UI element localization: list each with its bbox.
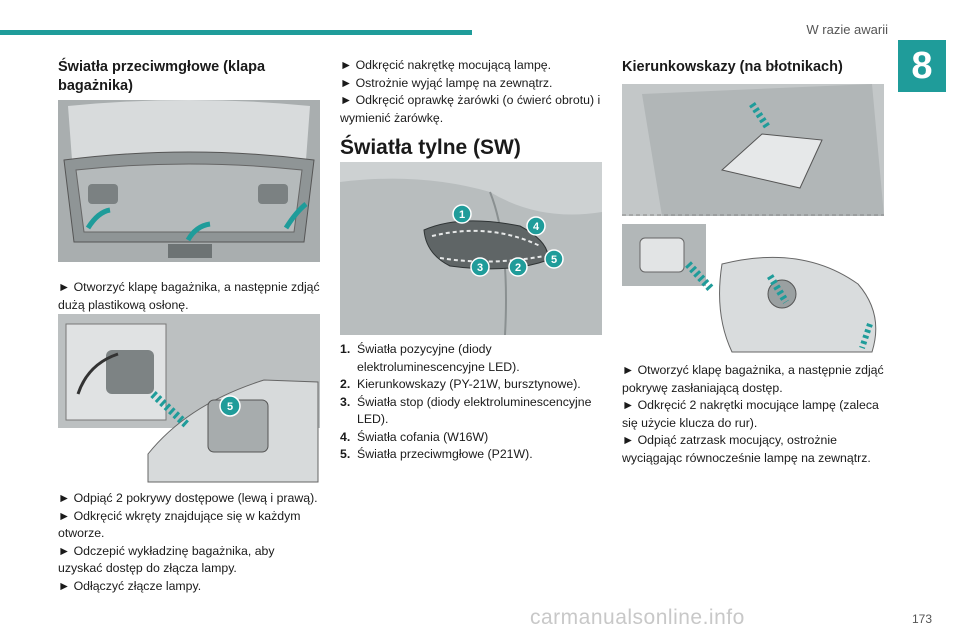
page-number: 173 xyxy=(911,612,932,626)
list-item: 2.Kierunkowskazy (PY-21W, bursztynowe). xyxy=(340,377,581,391)
svg-text:1: 1 xyxy=(459,209,465,221)
step-paragraph: ► Odczepić wykładzinę bagażnika, aby uzy… xyxy=(58,543,275,576)
rear-lights-heading: Światła tylne (SW) xyxy=(340,136,521,159)
tailgate-figure xyxy=(58,100,320,262)
callout-3: 3 xyxy=(470,257,490,277)
svg-text:2: 2 xyxy=(515,262,521,274)
list-item: 3.Światła stop (diody elektroluminescenc… xyxy=(340,394,592,427)
step-paragraph: ► Odkręcić 2 nakrętki mocujące lampę (za… xyxy=(622,398,879,430)
step-paragraph: ► Odłączyć złącze lampy. xyxy=(58,578,202,593)
callout-2: 2 xyxy=(508,257,528,277)
fog-lamp-connector-figure: 5 xyxy=(58,314,320,486)
fog-light-heading-block: Światła przeciwmgłowe (klapa bagażnika) xyxy=(58,58,320,96)
list-item: 1.Światła pozycyjne (diody elektrolumine… xyxy=(340,342,520,374)
header-accent-bar xyxy=(0,30,472,35)
list-item: 5.Światła przeciwmgłowe (P21W). xyxy=(340,447,533,461)
svg-text:5: 5 xyxy=(551,254,557,266)
lamp-removal-steps: ► Odkręcić nakrętkę mocującą lampę. ► Os… xyxy=(340,57,602,127)
chapter-badge: 8 xyxy=(898,40,946,92)
step-paragraph: ► Odkręcić wkręty znajdujące się w każdy… xyxy=(58,508,301,541)
step-paragraph: ► Otworzyć klapę bagażnika, a następnie … xyxy=(58,280,320,312)
section-title: W razie awarii xyxy=(806,22,888,37)
list-item: 4.Światła cofania (W16W) xyxy=(340,429,489,444)
rear-light-figure: 1 4 5 2 3 xyxy=(340,162,602,335)
watermark: carmanualsonline.info xyxy=(530,606,745,629)
fog-light-steps-b: ► Odpiąć 2 pokrywy dostępowe (lewą i pra… xyxy=(58,490,320,595)
step-paragraph: ► Odpiąć zatrzask mocujący, ostrożnie wy… xyxy=(622,433,871,465)
indicator-heading-block: Kierunkowskazy (na błotnikach) xyxy=(622,58,884,77)
fog-light-heading: Światła przeciwmgłowe (klapa bagażnika) xyxy=(58,59,266,94)
indicator-lamp-figure xyxy=(622,224,884,356)
rear-lights-list: 1.Światła pozycyjne (diody elektrolumine… xyxy=(340,341,602,464)
callout-5: 5 xyxy=(544,249,564,269)
svg-text:4: 4 xyxy=(533,221,540,233)
callout-5: 5 xyxy=(227,401,233,413)
rear-lights-heading-block: Światła tylne (SW) xyxy=(340,136,602,160)
fog-light-steps-a: ► Otworzyć klapę bagażnika, a następnie … xyxy=(58,279,320,314)
step-paragraph: ► Odkręcić oprawkę żarówki (o ćwierć obr… xyxy=(340,93,601,125)
step-paragraph: ► Otworzyć klapę bagażnika, a następnie … xyxy=(622,363,884,395)
step-paragraph: ► Odpiąć 2 pokrywy dostępowe (lewą i pra… xyxy=(58,491,318,505)
indicator-heading: Kierunkowskazy (na błotnikach) xyxy=(622,59,843,75)
callout-4: 4 xyxy=(526,216,546,236)
step-paragraph: ► Ostrożnie wyjąć lampę na zewnątrz. xyxy=(340,75,553,90)
svg-text:3: 3 xyxy=(477,262,483,274)
callout-1: 1 xyxy=(452,204,472,224)
step-paragraph: ► Odkręcić nakrętkę mocującą lampę. xyxy=(340,58,552,72)
indicator-steps: ► Otworzyć klapę bagażnika, a następnie … xyxy=(622,362,884,467)
fender-access-figure xyxy=(622,84,884,216)
